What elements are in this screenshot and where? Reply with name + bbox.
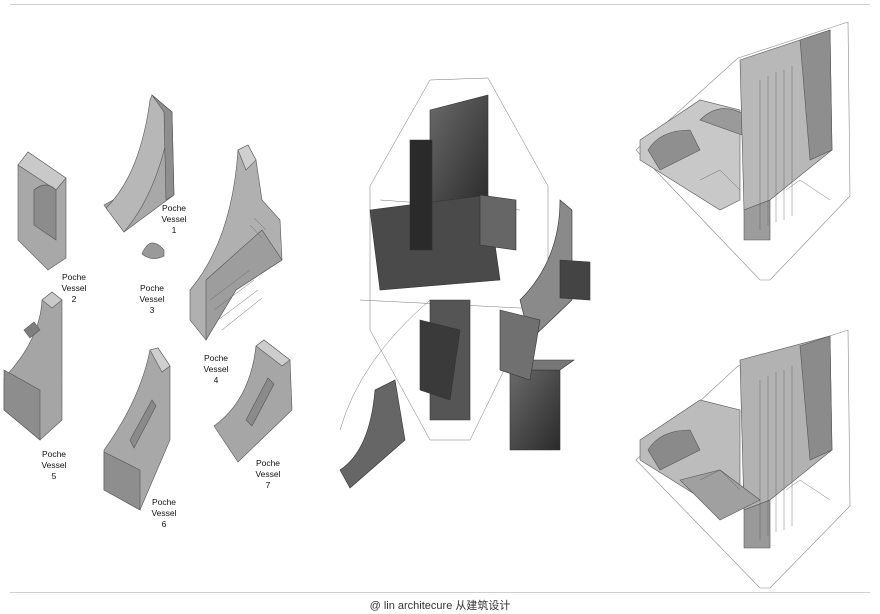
central-assembly-model xyxy=(339,77,591,489)
credit-caption: @ lin architecure 从建筑设计 xyxy=(369,600,511,612)
vessel-2-model xyxy=(17,151,67,271)
vessel-1-model xyxy=(103,94,175,233)
plan-lower-model xyxy=(635,329,851,589)
vessel-4-model xyxy=(189,144,283,342)
vessel-7-model xyxy=(213,339,293,463)
plan-upper-model xyxy=(635,21,851,281)
top-divider xyxy=(10,4,870,5)
vessel-5-model xyxy=(3,291,63,441)
vessel-3-model xyxy=(141,242,165,259)
vessel-6-model xyxy=(103,347,171,511)
bottom-divider xyxy=(10,592,870,593)
